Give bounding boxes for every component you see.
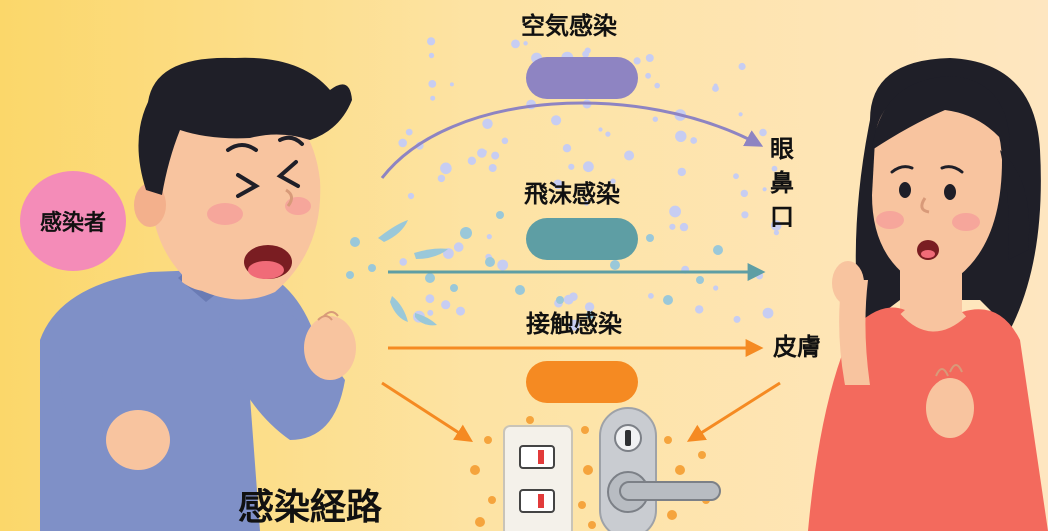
- airborne-particle: [675, 130, 687, 142]
- airborne-particle: [582, 50, 589, 58]
- airborne-particle: [399, 258, 408, 266]
- airborne-particle: [770, 220, 782, 231]
- airborne-particle: [741, 211, 749, 219]
- airborne-particle: [690, 137, 698, 144]
- airborne-particle: [645, 54, 654, 62]
- airborne-particle: [733, 315, 741, 323]
- airborne-particle: [771, 165, 778, 172]
- airborne-particle: [645, 72, 651, 79]
- airborne-particle: [677, 167, 686, 177]
- skin-label: 皮膚: [773, 333, 821, 361]
- airborne-particle: [427, 309, 434, 316]
- airborne-particle: [762, 187, 767, 192]
- airborne-particle: [405, 128, 413, 136]
- infected-person-bubble: 感染者: [20, 171, 126, 271]
- airborne-particle: [738, 112, 743, 117]
- airborne-particle: [568, 319, 580, 331]
- airborne-particle: [486, 234, 492, 240]
- light-switch-icon: [503, 425, 573, 531]
- airborne-particle: [398, 138, 408, 148]
- droplet-particles: [346, 211, 723, 326]
- airborne-particle: [437, 174, 446, 183]
- airborne-particle: [430, 95, 436, 101]
- airborne-particle: [482, 149, 487, 155]
- airborne-particle: [605, 131, 611, 137]
- man-coughing-icon: [40, 57, 356, 531]
- eye-nose-mouth-label: 眼鼻口: [770, 135, 794, 231]
- airborne-particle: [568, 163, 575, 170]
- airborne-particle: [773, 230, 780, 236]
- airborne-particle: [440, 162, 452, 175]
- airborne-particle: [563, 294, 574, 305]
- airborne-particle: [713, 285, 719, 291]
- airborne-particle: [443, 248, 454, 259]
- airborne-particle: [553, 179, 563, 190]
- droplet-route-label: 飛沫感染: [524, 180, 620, 208]
- contact-arrow-left-diagonal: [381, 381, 474, 442]
- airborne-particle: [654, 82, 660, 89]
- airborne-particle: [428, 52, 435, 59]
- woman-worried-icon: [808, 58, 1048, 531]
- airborne-particle: [523, 41, 528, 46]
- contact-color-pill: [526, 361, 638, 403]
- airborne-arrow: [380, 101, 764, 179]
- airborne-particle: [427, 37, 436, 46]
- airborne-particle: [583, 161, 594, 173]
- airborne-particle: [467, 156, 477, 165]
- airborne-particle: [497, 259, 509, 271]
- airborne-particle: [624, 150, 635, 161]
- airborne-particle: [740, 189, 748, 198]
- airborne-particle: [610, 178, 616, 184]
- airborne-particle: [501, 137, 509, 145]
- airborne-particle: [449, 82, 454, 87]
- airborne-particle: [511, 39, 520, 49]
- airborne-particle: [712, 85, 719, 92]
- contact-arrow-right-diagonal: [686, 381, 781, 442]
- airborne-particle: [491, 151, 500, 160]
- airborne-particle: [453, 242, 464, 252]
- airborne-color-pill: [526, 57, 638, 99]
- airborne-particle: [562, 144, 572, 153]
- airborne-particle: [488, 164, 497, 172]
- airborne-particle: [407, 192, 415, 200]
- airborne-particle: [551, 115, 562, 126]
- airborne-particle: [633, 57, 641, 65]
- airborne-particle: [738, 62, 746, 71]
- airborne-particle: [482, 118, 493, 129]
- airborne-particle: [584, 302, 595, 312]
- airborne-particle: [648, 293, 654, 299]
- airborne-particle: [669, 205, 681, 218]
- airborne-particle: [679, 222, 689, 232]
- airborne-route-label: 空気感染: [521, 12, 617, 40]
- airborne-particle: [759, 128, 767, 137]
- airborne-particle: [695, 305, 704, 314]
- airborne-particle: [425, 294, 435, 304]
- droplet-color-pill: [526, 218, 638, 260]
- airborne-particle: [598, 127, 603, 132]
- page-title: 感染経路: [238, 487, 383, 528]
- airborne-particle: [669, 223, 676, 230]
- infected-person-label: 感染者: [39, 211, 106, 236]
- airborne-particle: [762, 307, 774, 319]
- airborne-particle: [441, 300, 451, 310]
- contact-route-label: 接触感染: [526, 310, 622, 338]
- airborne-particle: [583, 200, 589, 206]
- airborne-particle: [733, 173, 739, 180]
- airborne-particle: [428, 80, 437, 88]
- airborne-particle: [456, 306, 465, 316]
- airborne-particle: [652, 116, 658, 122]
- door-handle-icon: [599, 407, 721, 531]
